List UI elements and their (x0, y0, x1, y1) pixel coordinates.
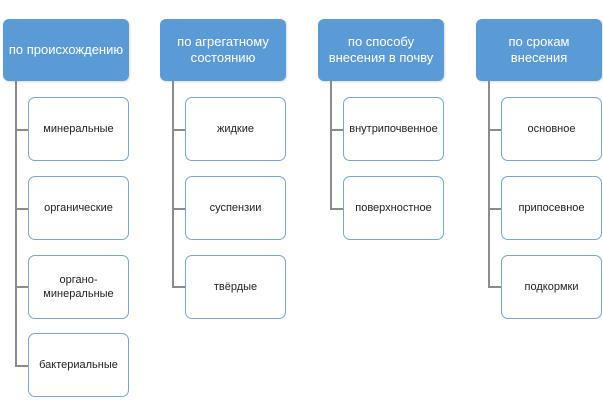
child-box-in-soil: внутрипочвенное (343, 97, 444, 161)
child-box-pre-sowing: припосевное (501, 176, 602, 240)
connector-horizontal (15, 208, 28, 210)
child-box-main: основное (501, 97, 602, 161)
child-box-organo-mineral: органо-минеральные (28, 255, 129, 319)
category-header-origin: по происхождению (3, 19, 129, 81)
category-header-application-method: по способу внесения в почву (318, 19, 444, 81)
child-box-suspension: суспензии (185, 176, 286, 240)
connector-horizontal (15, 286, 28, 288)
child-box-liquid: жидкие (185, 97, 286, 161)
child-box-mineral: минеральные (28, 97, 129, 161)
child-box-surface: поверхностное (343, 176, 444, 240)
connector-horizontal (330, 129, 343, 131)
connector-vertical (488, 81, 490, 287)
connector-horizontal (330, 208, 343, 210)
connector-horizontal (172, 286, 185, 288)
connector-horizontal (488, 208, 501, 210)
connector-horizontal (15, 129, 28, 131)
child-box-bacterial: бактериальные (28, 333, 129, 397)
connector-horizontal (172, 208, 185, 210)
connector-vertical (172, 81, 174, 287)
child-box-solid: твёрдые (185, 255, 286, 319)
connector-horizontal (488, 129, 501, 131)
child-box-top-dressing: подкормки (501, 255, 602, 319)
category-header-timing: по срокам внесения (476, 19, 602, 81)
child-box-organic: органические (28, 176, 129, 240)
connector-horizontal (172, 129, 185, 131)
connector-vertical (15, 81, 17, 365)
connector-vertical (330, 81, 332, 209)
connector-horizontal (15, 365, 28, 367)
category-header-state: по агрегатному состоянию (160, 19, 286, 81)
connector-horizontal (488, 286, 501, 288)
